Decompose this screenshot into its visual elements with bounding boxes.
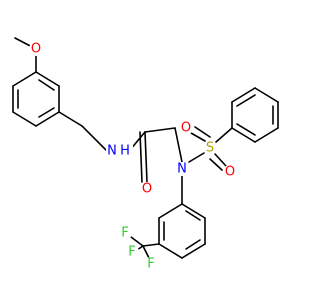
atom-o-carbonyl: O [140,182,154,197]
atom-f-3: F [144,257,158,272]
atom-o-methoxy-label: O [31,42,41,57]
bond-cf3-fluorine-1 [130,236,144,247]
molecule-structure: O N H O N S O O F [12,37,279,272]
atom-f-1: F [118,226,132,241]
bond-ring-b-inner-3 [236,123,256,136]
bond-ring-c-bond-4 [158,243,183,259]
atom-o-sulfonyl-1-label: O [181,121,191,136]
bond-ring-a-bond-3 [35,111,60,127]
bond-ring-c-bond-1 [181,203,206,219]
atom-o-sulfonyl-2-label: O [225,165,235,180]
atom-n-sulfonamide-label: N [177,162,187,177]
atom-h-amide-label: H [120,144,130,159]
bond-ring-c-bond-3 [181,243,206,259]
bond-ch2-nh [81,125,107,151]
atom-n-amide: N H [106,142,133,160]
atom-labels: O N H O N S O O F [29,42,237,272]
bond-lines [12,37,279,259]
atom-o-methoxy: O [29,42,43,57]
bond-cf3-fluorine-3 [142,245,150,259]
atom-f-2-label: F [128,245,135,260]
bond-sulfur-ring-b [215,127,233,143]
bond-ring-a-bond-6 [12,71,37,87]
bond-ring-b-bond-5 [254,127,279,143]
atom-f-2: F [125,245,139,260]
bond-ring-c-cf3 [142,243,160,247]
atom-f-1-label: F [121,226,128,241]
bond-carbonyl-oxygen-double [139,131,143,183]
atom-s-sulfonyl-label: S [206,141,214,156]
bond-sulfur-oxygen-2 [214,153,227,167]
bond-ring-b-bond-6 [231,127,256,143]
bond-ch2-n [174,127,183,163]
atom-n-amide-label: N [107,144,117,159]
bond-ring-c-inner-2 [185,239,201,250]
bond-carbonyl-oxygen [144,131,148,183]
bond-ring-a-inner-2 [38,107,55,118]
atom-o-sulfonyl-1: O [179,121,193,136]
bond-ring-b-inner-1 [236,94,256,107]
bond-carbonyl-ch2 [144,127,176,133]
atom-f-3-label: F [147,257,154,272]
bond-ring-b-bond-2 [231,87,256,103]
bond-ring-a-inner-1 [38,79,55,91]
bond-ring-b-bond-3 [254,87,279,103]
bond-ring-a-ch2 [58,111,83,127]
bond-ring-c-bond-6 [158,203,183,219]
bond-sulfur-oxygen-2-double [209,158,223,171]
atom-o-carbonyl-label: O [142,182,152,197]
bond-ring-c-inner-1 [185,210,201,221]
bond-sulfur-oxygen-1 [190,132,206,142]
bond-ring-a-bond-1 [35,71,60,87]
bond-ring-a-bond-4 [12,111,37,127]
atom-s-sulfonyl: S [203,141,217,156]
bond-sulfur-oxygen-1-double [194,126,211,138]
bond-n-sulfur [188,152,205,163]
atom-n-sulfonamide: N [175,162,189,177]
atom-o-sulfonyl-2: O [223,165,237,180]
